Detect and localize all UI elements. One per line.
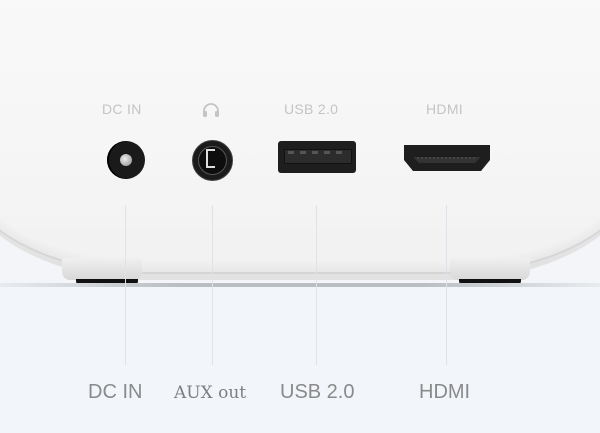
headphone-icon <box>202 102 220 118</box>
dc-in-label: DC IN <box>88 381 143 403</box>
dc-in-top-label: DC IN <box>102 101 142 117</box>
usb-label: USB 2.0 <box>280 381 355 403</box>
usb-port <box>278 141 356 173</box>
aux-leader-line <box>212 205 213 365</box>
left-foot <box>62 258 142 280</box>
hdmi-label: HDMI <box>419 381 471 403</box>
device-body <box>0 0 600 272</box>
floor-shadow <box>0 283 600 287</box>
hdmi-leader-line <box>446 205 447 365</box>
right-foot-pad <box>459 279 521 285</box>
left-foot-pad <box>76 279 138 285</box>
hdmi-port <box>403 142 491 172</box>
aux-out-label: AUX out <box>174 383 247 403</box>
right-foot <box>450 258 530 280</box>
dc-in-leader-line <box>125 205 126 365</box>
hdmi-top-label: HDMI <box>426 101 463 117</box>
floor <box>0 287 600 433</box>
usb-top-label: USB 2.0 <box>284 101 339 117</box>
dc-in-port <box>107 141 145 179</box>
aux-port <box>192 140 233 181</box>
usb-leader-line <box>316 205 317 365</box>
